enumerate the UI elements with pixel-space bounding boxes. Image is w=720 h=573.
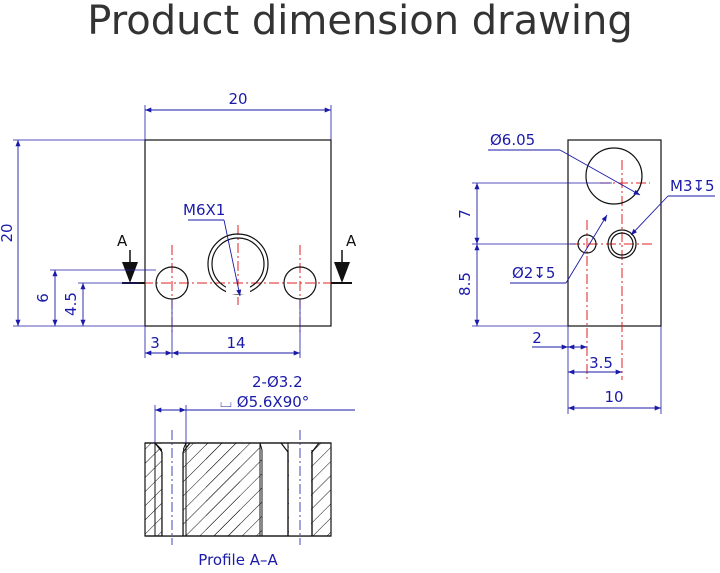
page-title: Product dimension drawing [87,0,633,44]
dim-width: 20 [228,90,247,108]
dim-3-5: 3.5 [589,354,613,372]
side-view: Ø6.05 M3↧5 Ø2↧5 7 8.5 2 3.5 10 [456,131,715,414]
hole-2 [577,234,597,254]
dim-7: 7 [456,209,474,219]
thread-label: M6X1 [183,201,225,219]
dim-14: 14 [226,334,245,352]
holes-label: 2-Ø3.2 [252,373,303,391]
section-view: 2-Ø3.2 ⌴ Ø5.6X90° Profile A–A [144,373,355,569]
section-caption: Profile A–A [198,551,278,569]
dia-6-05-label: Ø6.05 [490,131,535,149]
thread-m3-inner [610,232,634,256]
front-view: 20 20 M6X1 A A 6 4.5 [0,90,357,358]
thread-m3-label: M3↧5 [670,177,715,195]
dim-2: 2 [532,329,542,347]
dim-8-5: 8.5 [456,272,474,296]
countersink-label: ⌴ Ø5.6X90° [220,393,309,411]
dim-6: 6 [34,293,52,303]
dim-4-5: 4.5 [62,292,80,316]
dim-3: 3 [150,334,160,352]
section-mark-right: A [346,232,357,250]
front-outline [144,139,332,327]
dim-height: 20 [0,223,16,242]
hole-left [155,266,189,300]
thread-m3-outer [607,229,637,259]
side-outline [567,139,662,327]
hole-right [283,266,317,300]
section-mark-left: A [117,232,128,250]
dim-10: 10 [604,388,623,406]
dia-2-label: Ø2↧5 [512,264,555,282]
hole-6-05 [585,147,643,205]
